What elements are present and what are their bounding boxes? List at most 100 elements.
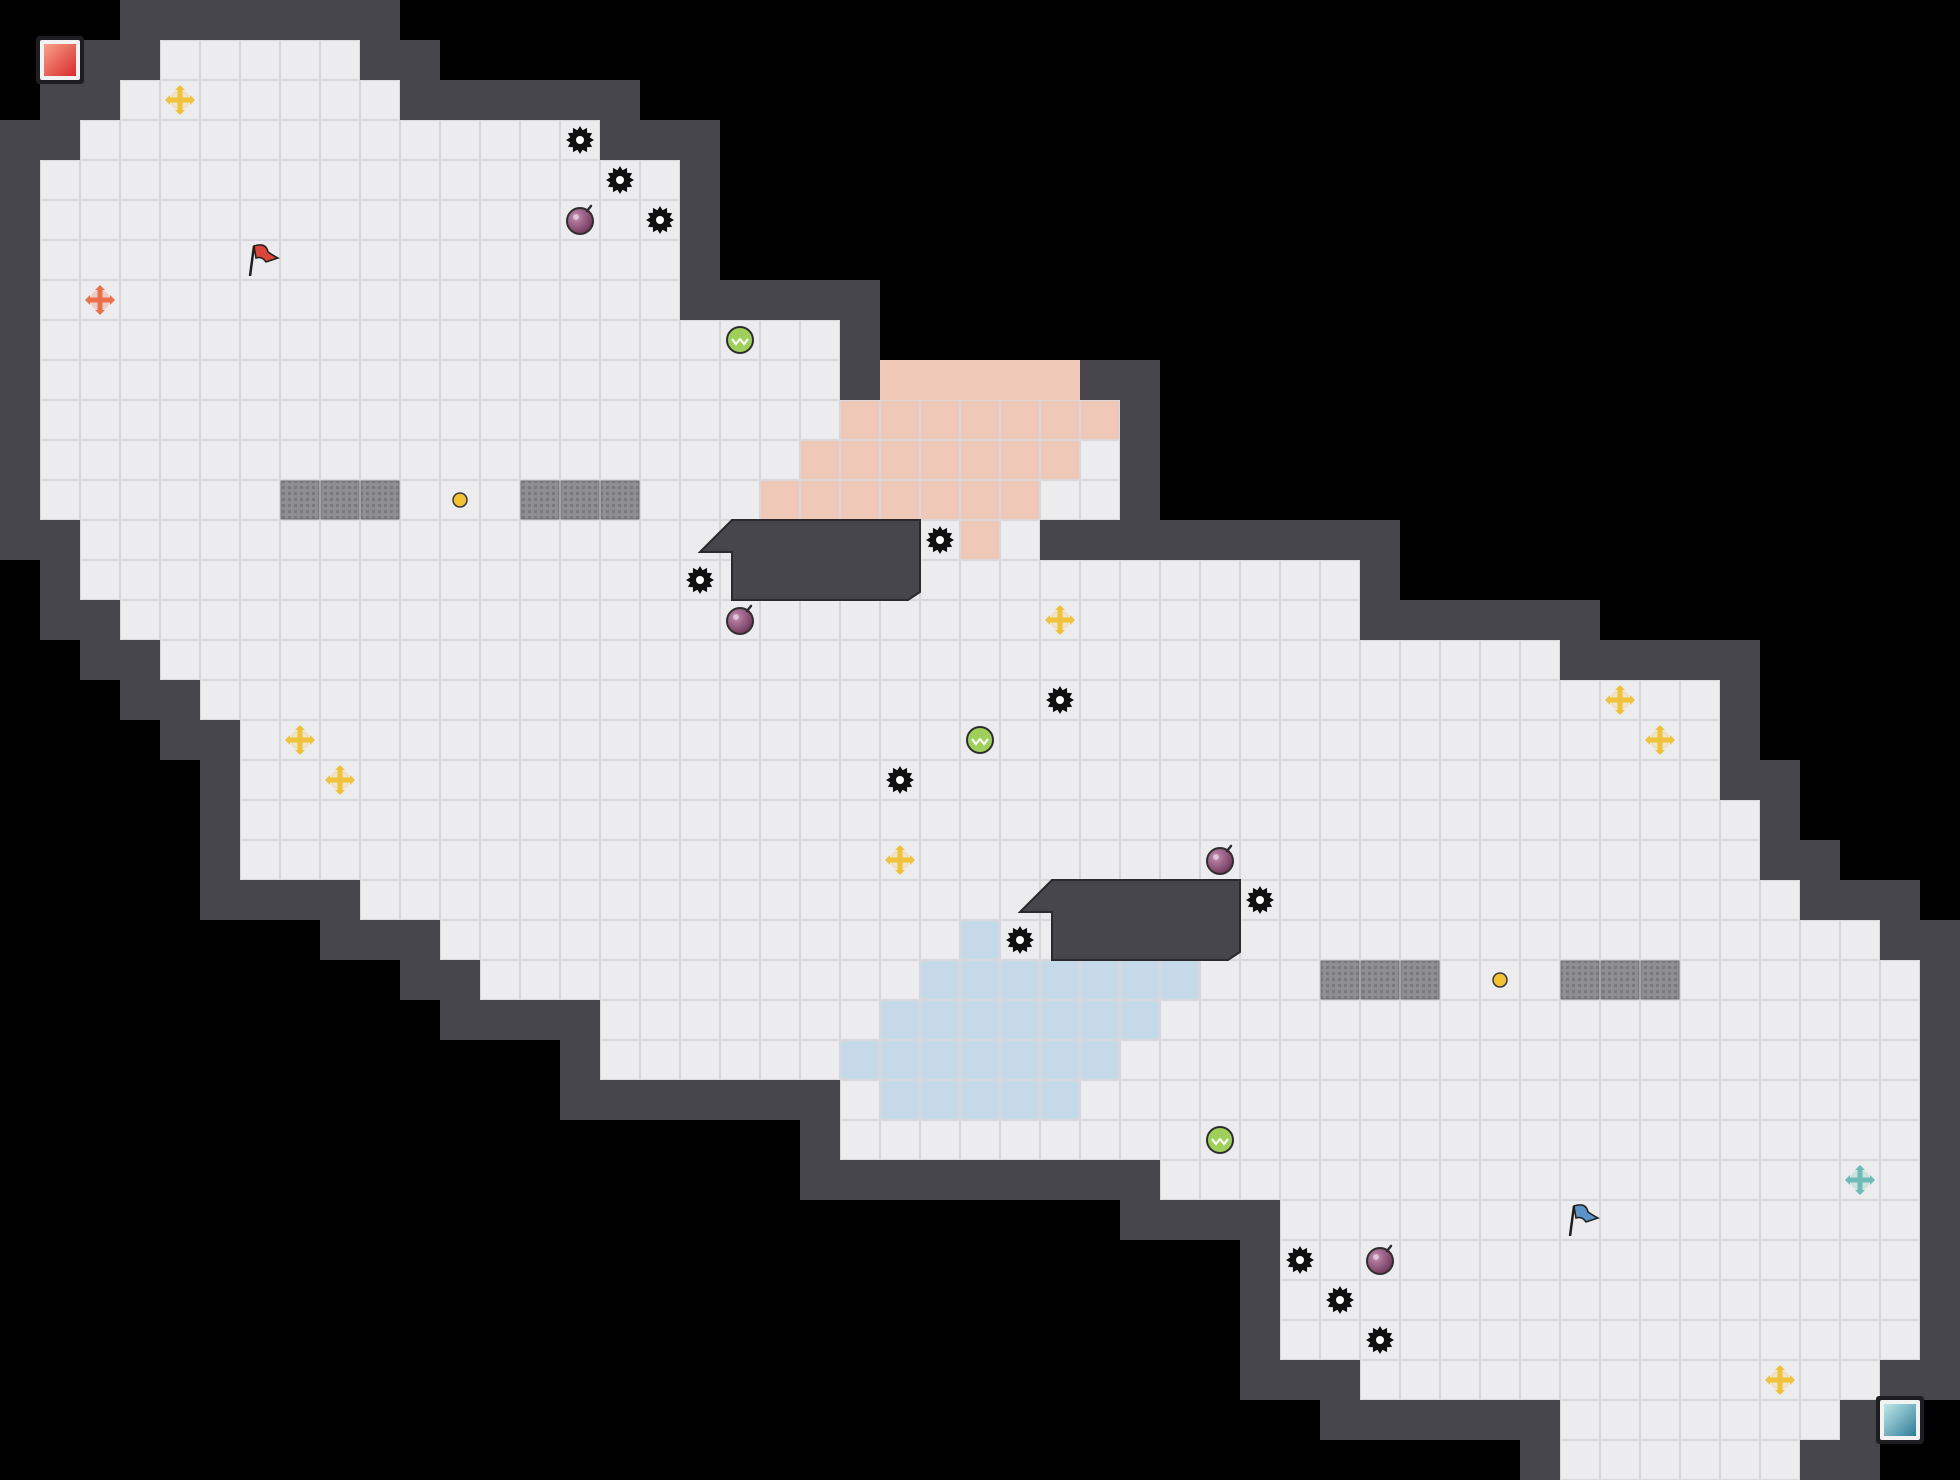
grid-tile — [1520, 1320, 1560, 1360]
grid-tile — [80, 360, 120, 400]
grid-tile — [400, 400, 440, 440]
grid-tile — [1640, 1040, 1680, 1080]
grid-tile — [160, 240, 200, 280]
grid-tile — [1200, 1160, 1240, 1200]
grid-tile — [480, 800, 520, 840]
floor-row — [80, 120, 600, 160]
red-team-boost-icon — [85, 285, 115, 315]
red-zone-tile — [920, 360, 960, 400]
grid-tile — [1320, 880, 1360, 920]
grid-tile — [640, 680, 680, 720]
grid-tile — [240, 400, 280, 440]
grid-tile — [360, 320, 400, 360]
grid-tile — [1760, 1400, 1800, 1440]
grid-tile — [40, 360, 80, 400]
button-icon[interactable] — [1492, 972, 1508, 988]
grid-tile — [800, 840, 840, 880]
grid-tile — [480, 920, 520, 960]
blue-zone-tile — [1080, 1040, 1120, 1080]
grid-tile — [1080, 1080, 1120, 1120]
grid-tile — [600, 440, 640, 480]
grid-tile — [1400, 760, 1440, 800]
grid-tile — [1120, 720, 1160, 760]
grid-tile — [800, 1040, 840, 1080]
grid-tile — [480, 160, 520, 200]
grid-tile — [440, 520, 480, 560]
grid-tile — [1080, 760, 1120, 800]
grid-tile — [1240, 1080, 1280, 1120]
grid-tile — [1040, 1120, 1080, 1160]
grid-tile — [1480, 1040, 1520, 1080]
grid-tile — [1200, 1040, 1240, 1080]
red-zone-tile — [880, 440, 920, 480]
grid-tile — [1760, 1240, 1800, 1280]
grid-tile — [1040, 1000, 1080, 1040]
grid-tile — [1720, 1400, 1760, 1440]
blue-zone-tile — [1000, 1000, 1040, 1040]
grid-tile — [560, 200, 600, 240]
grid-tile — [1400, 920, 1440, 960]
grid-tile — [320, 120, 360, 160]
grid-tile — [600, 280, 640, 320]
grid-tile — [1280, 800, 1320, 840]
grid-tile — [1840, 1280, 1880, 1320]
grid-tile — [1840, 1080, 1880, 1120]
grid-tile — [320, 760, 360, 800]
grid-tile — [240, 280, 280, 320]
grid-tile — [440, 920, 480, 960]
blue-zone-tile — [1000, 1040, 1040, 1080]
grid-tile — [1000, 920, 1040, 960]
grid-tile — [640, 1040, 680, 1080]
grid-tile — [280, 840, 320, 880]
grid-tile — [120, 400, 160, 440]
grid-tile — [480, 440, 520, 480]
grate-tile — [320, 480, 360, 520]
grid-tile — [800, 680, 840, 720]
grid-tile — [1320, 1320, 1360, 1360]
grid-tile — [1520, 1160, 1560, 1200]
grid-tile — [400, 680, 440, 720]
grid-tile — [160, 400, 200, 440]
grid-tile — [880, 400, 920, 440]
button-icon[interactable] — [452, 492, 468, 508]
red-team-icon — [36, 36, 84, 84]
grid-tile — [1720, 1120, 1760, 1160]
floor-row — [160, 40, 360, 80]
grid-tile — [1040, 640, 1080, 680]
grid-tile — [1480, 1280, 1520, 1320]
grid-tile — [1120, 560, 1160, 600]
grid-tile — [720, 960, 760, 1000]
grid-tile — [1000, 1000, 1040, 1040]
grid-tile — [920, 400, 960, 440]
grid-tile — [1440, 1000, 1480, 1040]
grid-tile — [480, 840, 520, 880]
blue-zone-tile — [1040, 1040, 1080, 1080]
grid-tile — [560, 880, 600, 920]
grid-tile — [520, 840, 560, 880]
grid-tile — [1360, 840, 1400, 880]
grid-tile — [760, 760, 800, 800]
blue-zone-tile — [920, 1000, 960, 1040]
grid-tile — [1200, 600, 1240, 640]
grid-tile — [440, 640, 480, 680]
grid-tile — [480, 760, 520, 800]
grid-tile — [320, 280, 360, 320]
grid-tile — [480, 640, 520, 680]
grid-tile — [1680, 760, 1720, 800]
grid-tile — [240, 240, 280, 280]
grid-tile — [440, 480, 480, 520]
grid-tile — [1160, 640, 1200, 680]
grid-tile — [1480, 640, 1520, 680]
spike-icon — [1006, 926, 1034, 954]
grid-tile — [1440, 1360, 1480, 1400]
blue-zone-tile — [880, 1080, 920, 1120]
grid-tile — [80, 240, 120, 280]
grid-tile — [360, 120, 400, 160]
grid-tile — [960, 720, 1000, 760]
grid-tile — [480, 600, 520, 640]
grid-tile — [1080, 680, 1120, 720]
grid-tile — [960, 880, 1000, 920]
grid-tile — [200, 40, 240, 80]
blue-zone-tile — [1080, 960, 1120, 1000]
item-layer — [85, 85, 1875, 1395]
